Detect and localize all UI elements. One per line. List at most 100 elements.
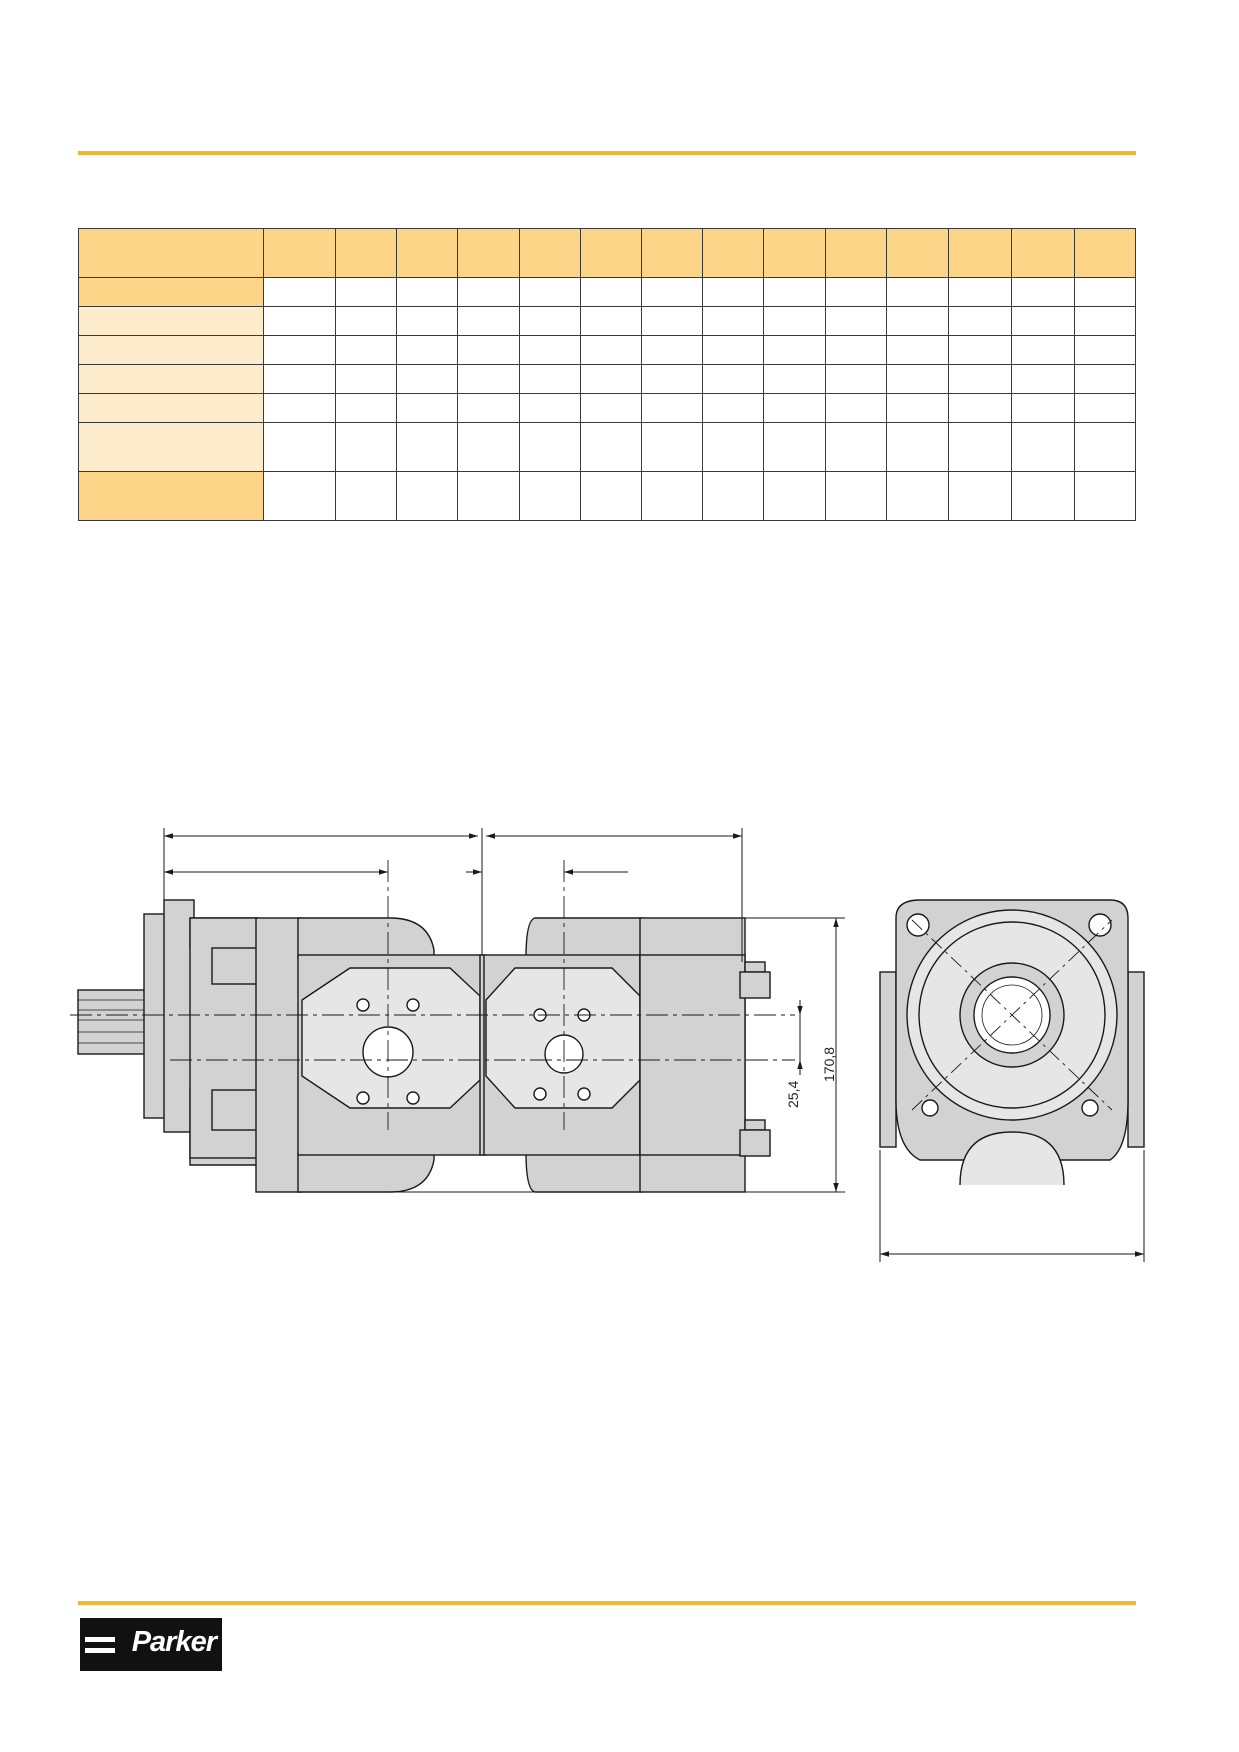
table-cell — [824, 471, 887, 521]
specification-table — [78, 228, 1137, 521]
table-cell — [702, 471, 765, 521]
table-cell — [579, 422, 643, 472]
table-header-cell — [457, 228, 520, 278]
table-cell — [824, 364, 887, 394]
table-row-label-cell — [78, 335, 264, 365]
table-cell — [396, 471, 459, 521]
table-cell — [396, 364, 459, 394]
table-cell — [334, 277, 398, 307]
table-row — [78, 335, 1137, 365]
table-cell — [948, 277, 1013, 307]
table-cell — [763, 393, 826, 423]
table-header-cell — [641, 228, 704, 278]
table-cell — [763, 422, 826, 472]
table-row — [78, 277, 1137, 307]
table-cell — [457, 364, 520, 394]
table-cell — [641, 364, 704, 394]
table-cell — [824, 422, 887, 472]
table-cell — [262, 277, 336, 307]
table-cell — [262, 335, 336, 365]
table-cell — [334, 471, 398, 521]
table-cell — [702, 306, 765, 336]
table-header-cell — [262, 228, 336, 278]
table-cell — [1011, 393, 1075, 423]
table-cell — [518, 393, 581, 423]
table-cell — [885, 422, 950, 472]
table-cell — [396, 393, 459, 423]
table-cell — [1011, 471, 1075, 521]
table-cell — [334, 364, 398, 394]
table-header-cell — [396, 228, 459, 278]
table-cell — [702, 422, 765, 472]
table-cell — [1073, 393, 1137, 423]
table-row — [78, 306, 1137, 336]
table-cell — [1073, 471, 1137, 521]
table-cell — [334, 335, 398, 365]
table-header-cell — [702, 228, 765, 278]
table-cell — [1011, 335, 1075, 365]
table-cell — [641, 306, 704, 336]
table-cell — [948, 471, 1013, 521]
table-cell — [763, 364, 826, 394]
table-cell — [396, 422, 459, 472]
table-cell — [518, 277, 581, 307]
table-cell — [518, 471, 581, 521]
table-cell — [457, 306, 520, 336]
table-cell — [262, 471, 336, 521]
table-row-label-cell — [78, 393, 264, 423]
table-cell — [763, 306, 826, 336]
table-row — [78, 393, 1137, 423]
table-row-label-cell — [78, 306, 264, 336]
parker-logo: Parker — [80, 1618, 222, 1671]
table-cell — [518, 422, 581, 472]
table-row-label-cell — [78, 471, 264, 521]
table-row — [78, 471, 1137, 521]
table-cell — [885, 393, 950, 423]
table-cell — [702, 364, 765, 394]
top-rule — [78, 151, 1136, 155]
table-cell — [457, 422, 520, 472]
table-cell — [1011, 422, 1075, 472]
table-cell — [641, 277, 704, 307]
table-header-row — [78, 228, 1137, 278]
tie-bolt-bottom — [739, 1119, 771, 1157]
table-cell — [885, 335, 950, 365]
table-cell — [1011, 277, 1075, 307]
table-header-cell — [1011, 228, 1075, 278]
table-cell — [457, 471, 520, 521]
table-cell — [885, 471, 950, 521]
table-cell — [1011, 306, 1075, 336]
table-header-cell — [579, 228, 643, 278]
table-header-label-cell — [78, 228, 264, 278]
table-header-cell — [824, 228, 887, 278]
table-cell — [824, 393, 887, 423]
dimension-port-offset: 25,4 — [785, 1081, 801, 1108]
table-cell — [396, 277, 459, 307]
table-cell — [262, 306, 336, 336]
table-cell — [262, 422, 336, 472]
tie-bolt-top — [739, 961, 771, 999]
table-cell — [518, 364, 581, 394]
table-header-cell — [885, 228, 950, 278]
table-cell — [702, 335, 765, 365]
table-cell — [824, 335, 887, 365]
table-cell — [763, 471, 826, 521]
table-cell — [641, 335, 704, 365]
table-cell — [1073, 306, 1137, 336]
table-cell — [702, 393, 765, 423]
table-cell — [702, 277, 765, 307]
table-cell — [641, 422, 704, 472]
table-cell — [262, 393, 336, 423]
table-cell — [579, 471, 643, 521]
table-header-cell — [334, 228, 398, 278]
end-view — [879, 899, 1145, 1186]
table-cell — [948, 335, 1013, 365]
table-cell — [334, 306, 398, 336]
table-cell — [948, 422, 1013, 472]
table-row — [78, 422, 1137, 472]
pump-body-1 — [255, 917, 302, 1193]
table-cell — [1011, 364, 1075, 394]
bottom-rule — [78, 1601, 1136, 1605]
table-cell — [885, 277, 950, 307]
